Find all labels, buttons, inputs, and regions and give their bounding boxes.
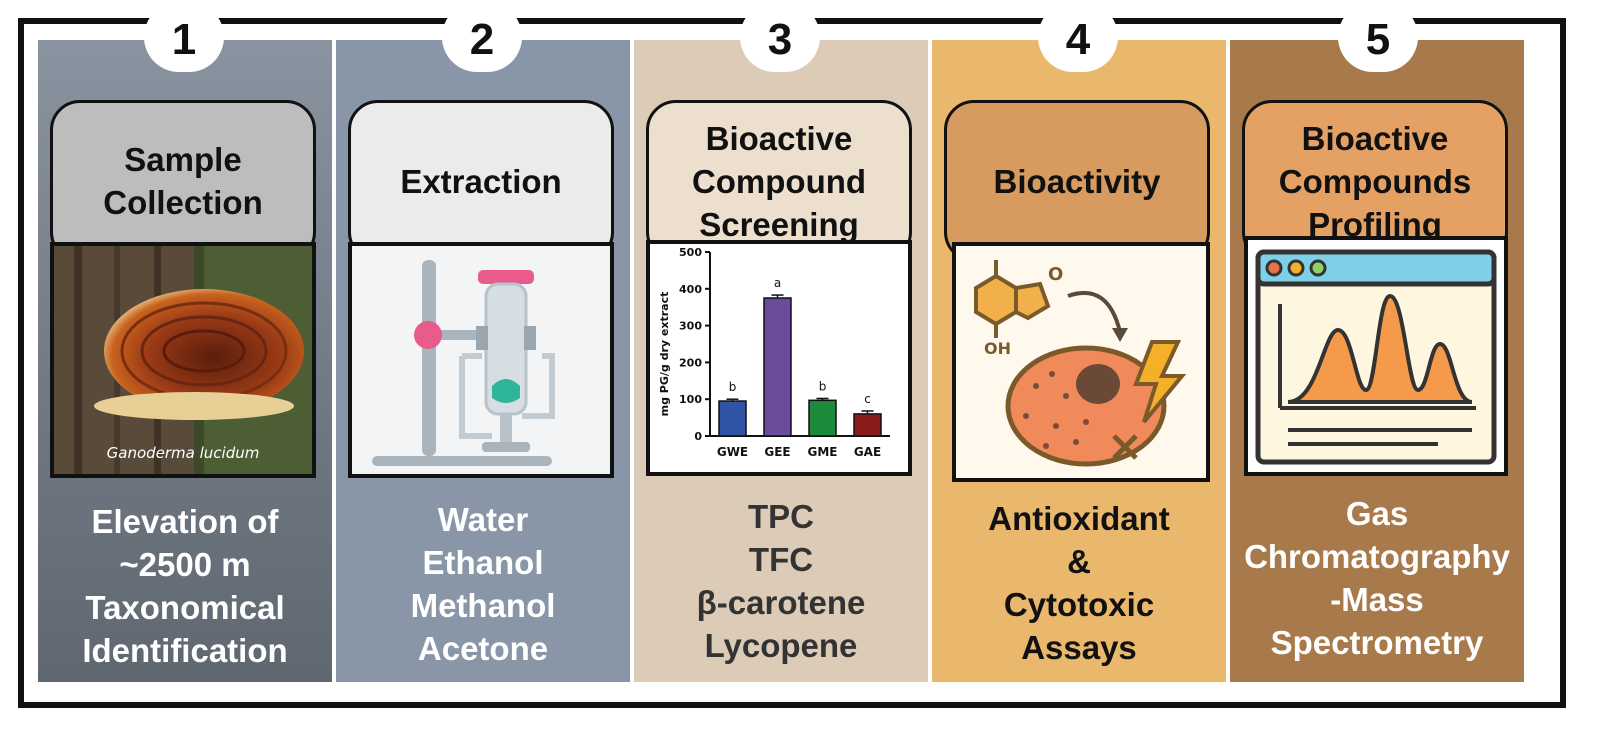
chart-bar (763, 297, 792, 437)
step-1-details: Elevation of ~2500 m Taxonomical Identif… (82, 503, 288, 669)
chart-significance-label: c (864, 392, 871, 406)
step-2-details: Water Ethanol Methanol Acetone (410, 501, 556, 667)
chart-y-tick-label: 400 (679, 283, 702, 296)
step-5-details: Gas Chromatography -Mass Spectrometry (1244, 495, 1510, 661)
step-2-title-box: Extraction (348, 100, 614, 262)
step-3-details: TPC TFC β-carotene Lycopene (696, 498, 866, 664)
mushroom-image: Ganoderma lucidum (50, 242, 316, 478)
soxhlet-apparatus-icon (352, 246, 610, 474)
step-4-title: Bioactivity (993, 162, 1161, 200)
chart-significance-label: a (774, 276, 781, 290)
chart-significance-label: b (819, 379, 827, 393)
step-4-column: Bioactivity O OH Antioxidant & Cytotoxic… (932, 40, 1226, 682)
chart-y-tick-label: 0 (694, 430, 702, 443)
chart-significance-label: b (729, 380, 737, 394)
chart-bar (853, 413, 882, 437)
chart-category-label: GWE (717, 445, 748, 459)
step-5-title: Bioactive Compounds Profiling (1278, 119, 1472, 243)
chart-category-label: GAE (854, 445, 881, 459)
chart-ylabel: mg PG/g dry extract (658, 292, 671, 417)
bioactivity-image: O OH (952, 242, 1210, 482)
chart-y-tick-label: 100 (679, 393, 702, 406)
step-2-column: Extraction Water Ethanol Methanol Aceton… (336, 40, 630, 682)
chromatogram-window-icon (1248, 240, 1504, 472)
chart-y-tick-label: 300 (679, 320, 702, 333)
step-3-title: Bioactive Compound Screening (691, 119, 867, 243)
hydroxyl-label: OH (984, 339, 1011, 358)
chart-category-label: GEE (764, 445, 790, 459)
phenolic-bar-chart: mg PG/g dry extract 0 100 200 300 400 500 bGWE… (658, 246, 890, 459)
chart-y-tick-label: 200 (679, 356, 702, 369)
step-3-title-box: Bioactive Compound Screening (646, 100, 912, 262)
oxygen-label: O (1048, 264, 1063, 285)
step-2-title: Extraction (400, 162, 562, 200)
step-4-details: Antioxidant & Cytotoxic Assays (988, 500, 1170, 666)
step-5-column: Bioactive Compounds Profiling Gas Chroma… (1230, 40, 1524, 682)
chart-category-label: GME (808, 445, 838, 459)
step-1-column: Sample Collection Ganoderma lu (38, 40, 332, 682)
step-3-number: 3 (740, 2, 820, 72)
step-1-title: Sample Collection (103, 141, 263, 221)
profiling-image (1244, 236, 1508, 476)
chart-bar (718, 400, 747, 437)
mushroom-caption: Ganoderma lucidum (107, 444, 260, 462)
step-1-title-box: Sample Collection (50, 100, 316, 262)
extraction-image (348, 242, 614, 478)
step-1-number: 1 (144, 2, 224, 72)
step-5-number: 5 (1338, 2, 1418, 72)
chart-bar (808, 399, 837, 437)
cell-attack-illustration: O OH (956, 246, 1206, 478)
step-4-number: 4 (1038, 2, 1118, 72)
step-2-number: 2 (442, 2, 522, 72)
step-4-title-box: Bioactivity (944, 100, 1210, 262)
mushroom-illustration: Ganoderma lucidum (54, 246, 312, 474)
step-3-column: Bioactive Compound Screening mg PG/g dry… (634, 40, 928, 682)
chart-y-tick-label: 500 (679, 246, 702, 259)
